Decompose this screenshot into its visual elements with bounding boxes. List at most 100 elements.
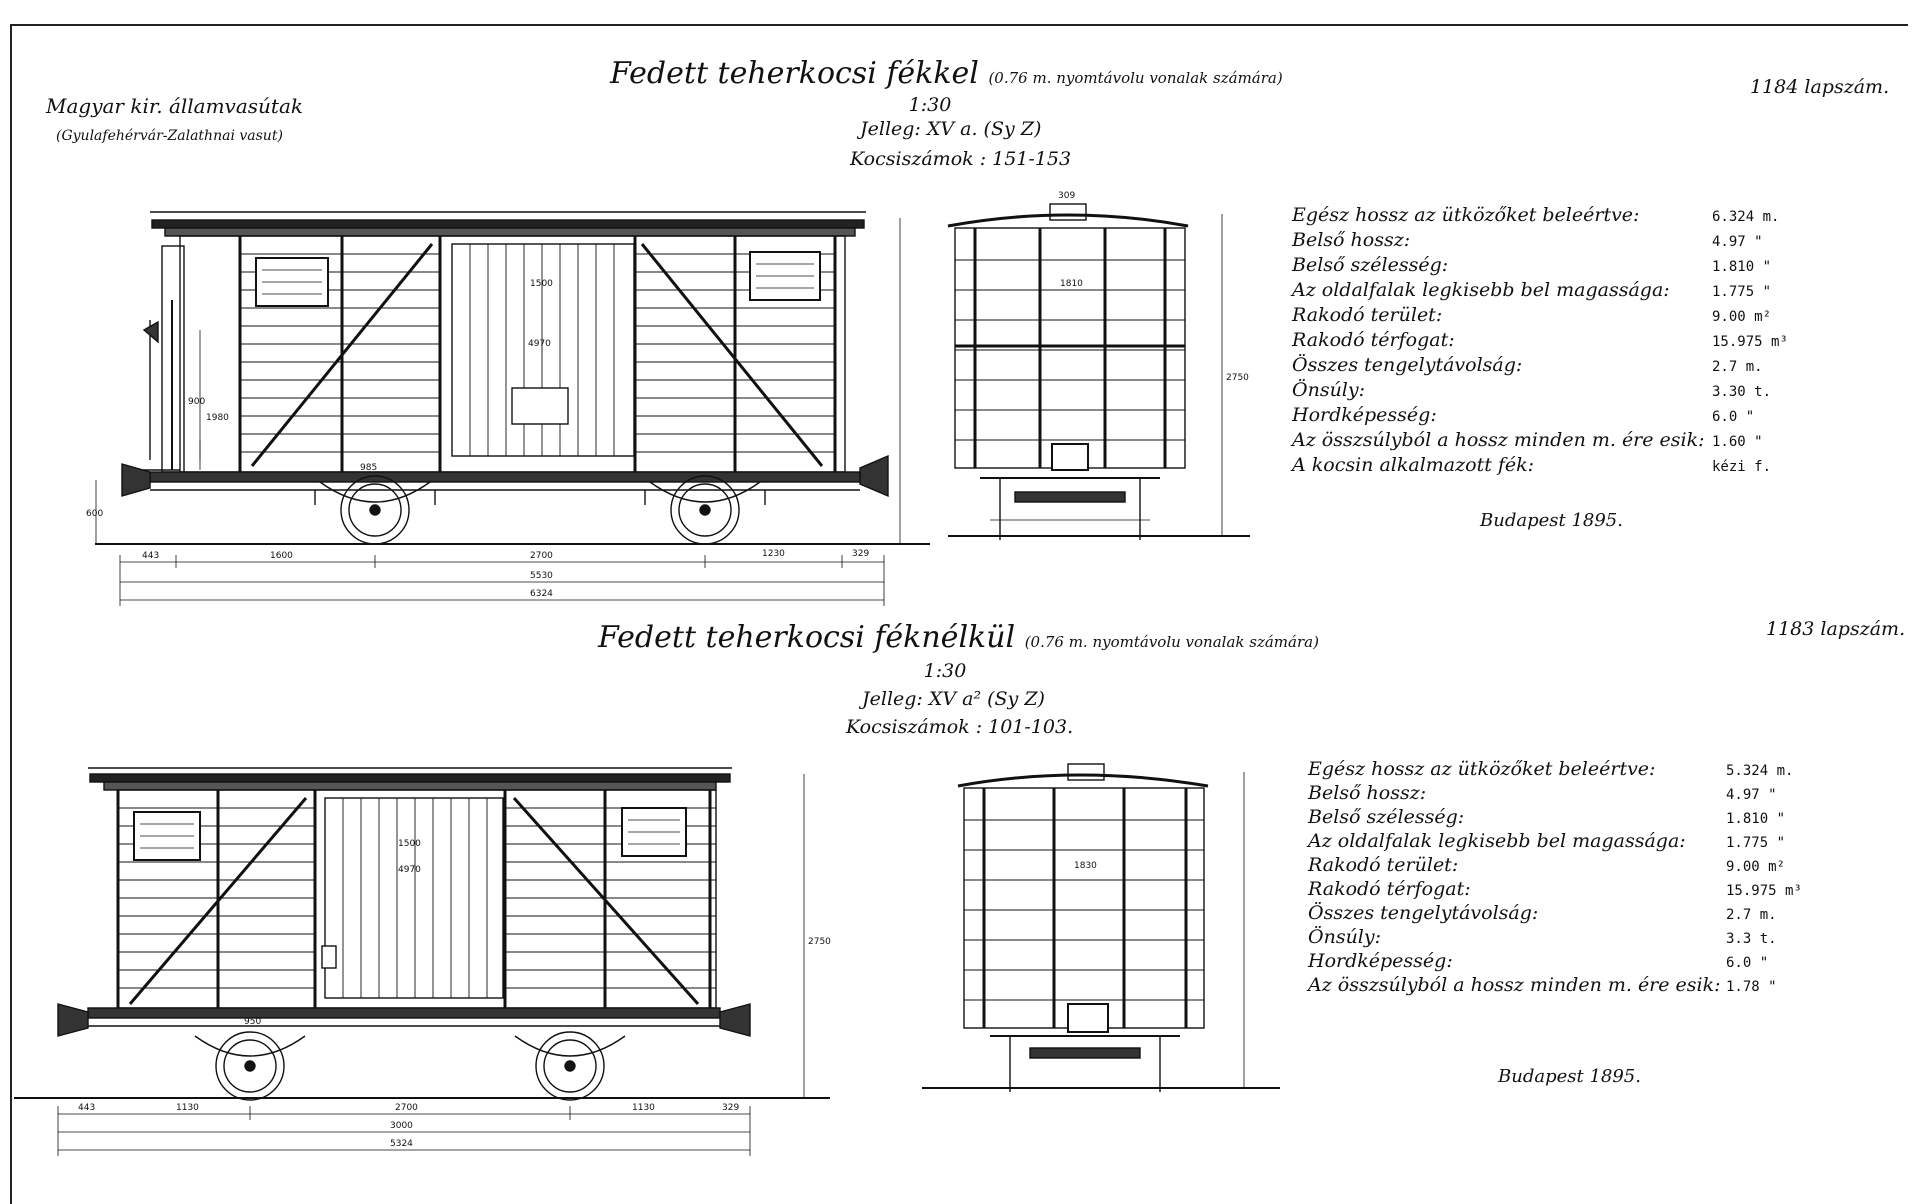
spec-label: Az összsúlyból a hossz minden m. ére esi…: [1308, 974, 1721, 996]
spec-value: 1.810 ": [1726, 811, 1786, 827]
spec-value: 1.78 ": [1726, 979, 1777, 995]
top-dim-1500: 1500: [530, 279, 553, 289]
top-dim-4970: 4970: [528, 339, 551, 349]
top-dim-1600: 1600: [270, 551, 293, 561]
spec-value: 5.324 m.: [1726, 763, 1794, 779]
spec-label: Egész hossz az ütközőket beleértve:: [1308, 758, 1656, 780]
bottom-dim-2750: 2750: [808, 937, 831, 947]
spec-label: Belső szélesség:: [1292, 254, 1449, 276]
top-spec-row: Rakodó terület: 9.00 m²: [1292, 304, 1822, 329]
top-dim-600: 600: [86, 509, 103, 519]
bottom-dim-1130a: 1130: [176, 1103, 199, 1113]
spec-value: 1.60 ": [1712, 434, 1763, 450]
spec-value: 9.00 m²: [1726, 859, 1786, 875]
top-end-elevation: 309 1810 2750: [947, 191, 1250, 540]
railway-line: (Gyulafehérvár-Zalathnai vasut): [56, 128, 283, 144]
spec-value: 6.324 m.: [1712, 209, 1780, 225]
end-dim-309: 309: [1058, 191, 1075, 201]
top-scale: 1:30: [908, 94, 952, 116]
top-spec-row: Az összsúlyból a hossz minden m. ére esi…: [1292, 429, 1822, 454]
top-title-main: Fedett teherkocsi fékkel: [610, 56, 979, 91]
top-car-numbers: Kocsiszámok : 151-153: [850, 148, 1072, 170]
spec-value: 1.810 ": [1712, 259, 1772, 275]
top-dim-2700: 2700: [530, 551, 553, 561]
bottom-spec-row: Egész hossz az ütközőket beleértve: 5.324…: [1308, 758, 1836, 782]
bottom-title-main: Fedett teherkocsi féknélkül: [598, 620, 1016, 655]
spec-value: 6.0 ": [1726, 955, 1769, 971]
top-dim-900: 900: [188, 397, 205, 407]
spec-label: Összes tengelytávolság:: [1308, 902, 1539, 924]
spec-label: Rakodó terület:: [1308, 854, 1459, 876]
bottom-spec-row: Belső szélesség: 1.810 ": [1308, 806, 1836, 830]
spec-value: 3.30 t.: [1712, 384, 1772, 400]
bottom-spec-row: Hordképesség:6.0 ": [1308, 950, 1836, 974]
top-spec-row: Belső hossz: 4.97 ": [1292, 229, 1822, 254]
top-dim-1230: 1230: [762, 549, 785, 559]
top-spec-row: Egész hossz az ütközőket beleértve: 6.324…: [1292, 204, 1822, 229]
spec-value: 4.97 ": [1712, 234, 1763, 250]
spec-value: 1.775 ": [1712, 284, 1772, 300]
bottom-title-subtitle: (0.76 m. nyomtávolu vonalak számára): [1024, 633, 1319, 651]
bottom-dim-1130b: 1130: [632, 1103, 655, 1113]
spec-value: 2.7 m.: [1712, 359, 1763, 375]
spec-value: 6.0 ": [1712, 409, 1755, 425]
spec-value: kézi f.: [1712, 459, 1772, 475]
bottom-spec-row: Rakodó terület: 9.00 m²: [1308, 854, 1836, 878]
spec-value: 15.975 m³: [1726, 883, 1802, 899]
spec-value: 15.975 m³: [1712, 334, 1788, 350]
spec-label: Belső szélesség:: [1308, 806, 1465, 828]
spec-label: Rakodó terület:: [1292, 304, 1443, 326]
bottom-dim-4970: 4970: [398, 865, 421, 875]
top-dim-985: 985: [360, 463, 377, 473]
end-dim-1810: 1810: [1060, 279, 1083, 289]
spec-label: Egész hossz az ütközőket beleértve:: [1292, 204, 1640, 226]
top-dim-329: 329: [852, 549, 869, 559]
spec-label: Összes tengelytávolság:: [1292, 354, 1523, 376]
bottom-spec-row: Az összsúlyból a hossz minden m. ére esi…: [1308, 974, 1836, 998]
bottom-title: Fedett teherkocsi féknélkül (0.76 m. nyo…: [598, 620, 1319, 655]
top-city-date: Budapest 1895.: [1480, 510, 1623, 531]
bottom-dim-329: 329: [722, 1103, 739, 1113]
top-title: Fedett teherkocsi fékkel (0.76 m. nyomtá…: [610, 56, 1283, 91]
bottom-side-elevation: 443 1130 2700 1130 329 3000 5324 4970 15…: [14, 767, 831, 1156]
spec-label: Az oldalfalak legkisebb bel magassága:: [1308, 830, 1686, 852]
bottom-spec-row: Összes tengelytávolság: 2.7 m.: [1308, 902, 1836, 926]
bottom-dim-443: 443: [78, 1103, 95, 1113]
bottom-type: Jelleg: XV a² (Sy Z): [862, 688, 1045, 710]
spec-label: A kocsin alkalmazott fék:: [1292, 454, 1535, 476]
bottom-spec-row: Rakodó térfogat: 15.975 m³: [1308, 878, 1836, 902]
spec-value: 3.3 t.: [1726, 931, 1777, 947]
spec-label: Belső hossz:: [1292, 229, 1411, 251]
top-dim-5530: 5530: [530, 571, 553, 581]
top-dim-1980: 1980: [206, 413, 229, 423]
spec-label: Belső hossz:: [1308, 782, 1427, 804]
spec-label: Az összsúlyból a hossz minden m. ére esi…: [1292, 429, 1705, 451]
top-type: Jelleg: XV a. (Sy Z): [860, 118, 1042, 140]
bottom-end-elevation: 1830: [922, 763, 1280, 1092]
bottom-spec-row: Önsúly: 3.3 t.: [1308, 926, 1836, 950]
bottom-dim-2700: 2700: [395, 1103, 418, 1113]
top-spec-row: Belső szélesség: 1.810 ": [1292, 254, 1822, 279]
bottom-car-numbers: Kocsiszámok : 101-103.: [846, 716, 1074, 738]
bottom-dim-1500: 1500: [398, 839, 421, 849]
spec-value: 2.7 m.: [1726, 907, 1777, 923]
top-spec-row: Rakodó térfogat:15.975 m³: [1292, 329, 1822, 354]
end-dim-2750: 2750: [1226, 373, 1249, 383]
top-side-elevation: 443 1600 2700 1230 329 5530 6324 1500 49…: [86, 211, 930, 606]
top-dim-443: 443: [142, 551, 159, 561]
sheet-border: [10, 24, 1908, 1204]
spec-value: 9.00 m²: [1712, 309, 1772, 325]
spec-label: Önsúly:: [1292, 379, 1366, 401]
top-spec-row: Összes tengelytávolság: 2.7 m.: [1292, 354, 1822, 379]
bottom-sheet-number: 1183 lapszám.: [1766, 618, 1906, 640]
bottom-dim-5324: 5324: [390, 1139, 413, 1149]
spec-label: Önsúly:: [1308, 926, 1382, 948]
top-spec-row: Hordképesség: 6.0 ": [1292, 404, 1822, 429]
bottom-spec-row: Belső hossz: 4.97 ": [1308, 782, 1836, 806]
spec-label: Hordképesség:: [1292, 404, 1437, 426]
spec-label: Az oldalfalak legkisebb bel magassága:: [1292, 279, 1670, 301]
spec-label: Rakodó térfogat:: [1308, 878, 1471, 900]
spec-value: 4.97 ": [1726, 787, 1777, 803]
